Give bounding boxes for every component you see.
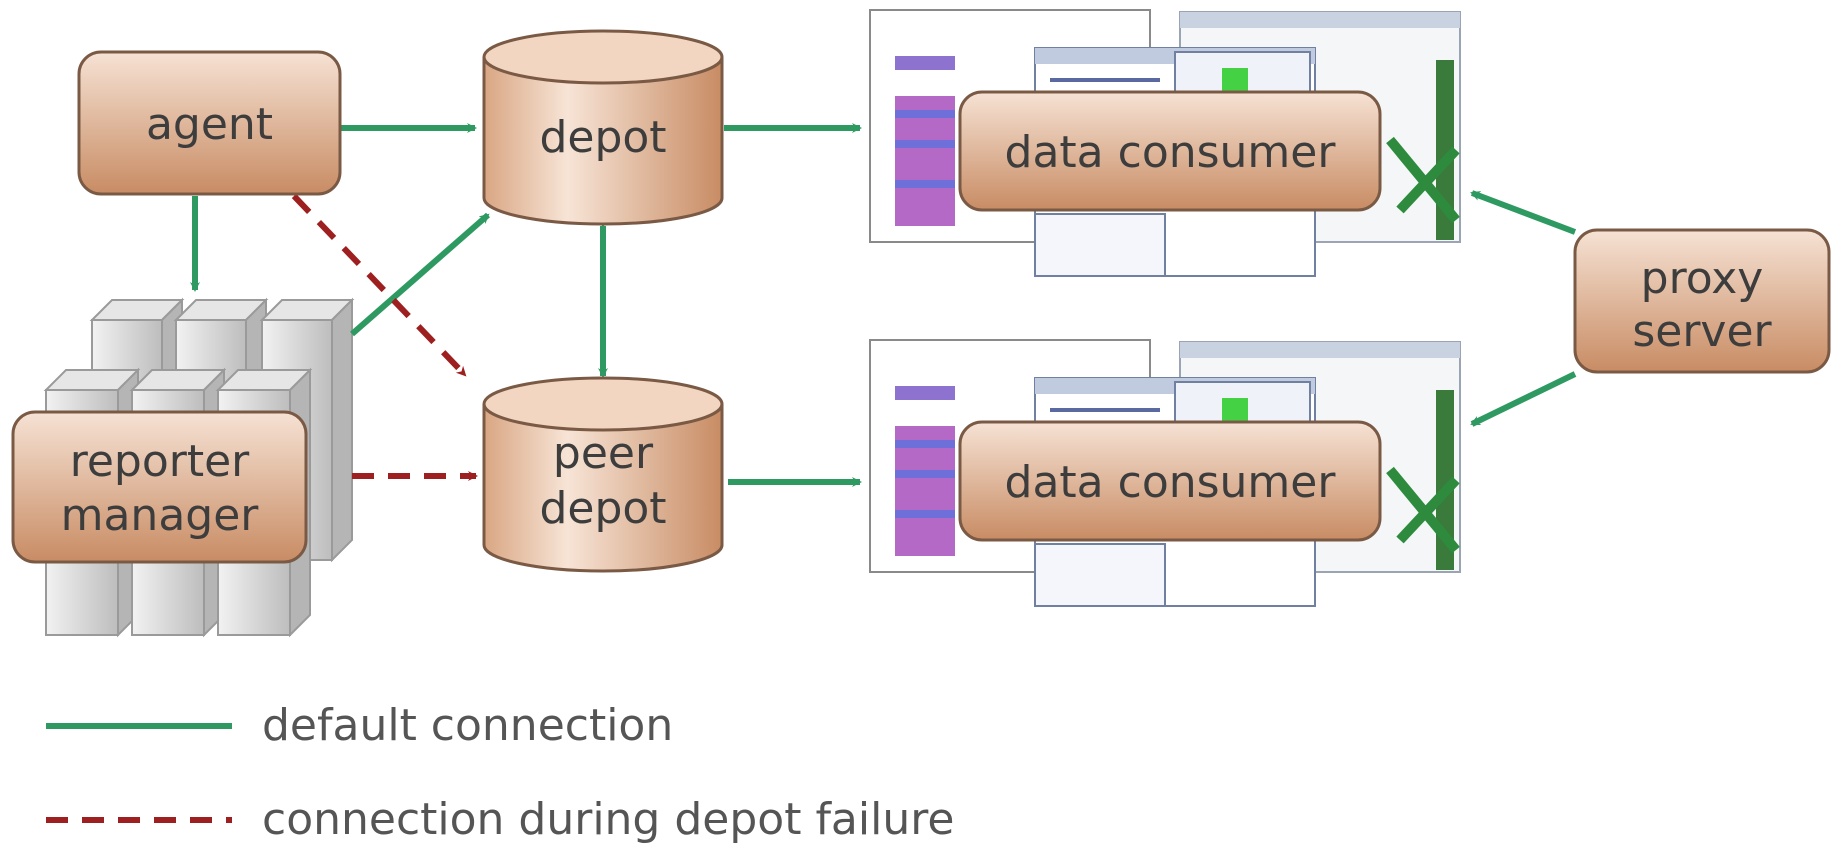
node-depot: depot	[482, 29, 724, 226]
data-consumer-top-label: data consumer	[1005, 127, 1337, 178]
edge-proxy-consumer-bottom	[1470, 371, 1577, 427]
depot-label: depot	[539, 112, 666, 163]
data-consumer-bottom-label: data consumer	[1005, 457, 1337, 508]
edge-agent-peer-failure	[291, 193, 468, 378]
edge-reporter-depot	[350, 212, 490, 337]
proxy-server-label-line1: proxy	[1641, 253, 1764, 304]
agent-label: agent	[146, 99, 273, 150]
node-peer-depot: peer depot	[482, 376, 724, 573]
node-proxy-server: proxy server	[1573, 228, 1831, 374]
legend-default-label: default connection	[262, 700, 673, 751]
reporter-manager-label-line1: reporter	[70, 436, 250, 487]
connections	[190, 123, 1577, 487]
node-data-consumer-top: data consumer	[958, 90, 1382, 212]
peer-depot-label-line1: peer	[553, 428, 654, 479]
legend-failure-label: connection during depot failure	[262, 794, 954, 845]
node-agent: agent	[77, 50, 342, 196]
proxy-server-label-line2: server	[1632, 306, 1772, 357]
node-data-consumer-bottom: data consumer	[958, 420, 1382, 542]
peer-depot-label-line2: depot	[539, 483, 666, 534]
reporter-manager-label-line2: manager	[61, 490, 260, 541]
legend: default connection connection during dep…	[46, 700, 954, 845]
node-reporter-manager: reporter manager	[11, 410, 308, 564]
edge-proxy-consumer-top	[1470, 190, 1577, 235]
